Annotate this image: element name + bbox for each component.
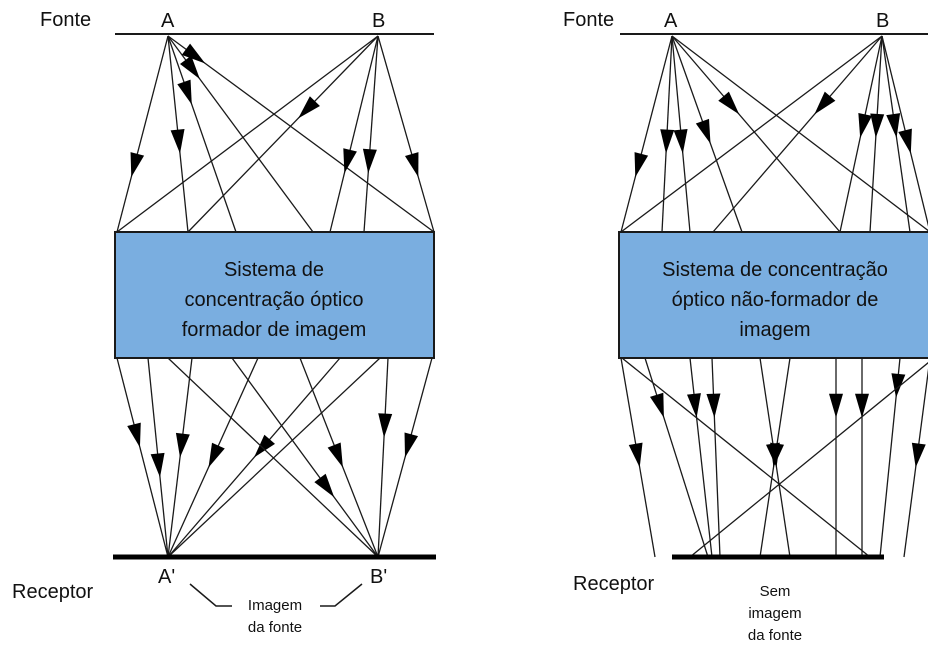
- right-system-box: [618, 231, 928, 359]
- left-system-text-line-1: Sistema de: [224, 259, 324, 281]
- right-upper-ray-a-5: [671, 35, 841, 233]
- right-lower-ray-2: [644, 357, 709, 558]
- left-lower-ray-to-b-5-arrowhead: [404, 432, 419, 458]
- right-upper-ray-b-6-arrowhead: [898, 128, 912, 154]
- left-upper-ray-a-4-arrowhead: [179, 55, 200, 80]
- left-lower-ray-to-b-2: [231, 357, 379, 558]
- left-lower-ray-to-b-4-arrowhead: [378, 413, 393, 438]
- left-upper-ray-b-4: [363, 35, 379, 233]
- left-upper-ray-a-1-arrowhead: [130, 152, 145, 178]
- right-note-line-2: imagem: [748, 605, 801, 622]
- right-lower-ray-10-arrowhead: [911, 442, 926, 468]
- left-lower-ray-to-a-4-arrowhead: [208, 442, 225, 468]
- left-upper-ray-b-3-arrowhead: [343, 148, 357, 174]
- left-upper-ray-b-3: [329, 35, 379, 233]
- right-lower-ray-11: [621, 357, 871, 558]
- right-upper-ray-b-1: [620, 35, 883, 233]
- left-lower-ray-to-a-2-arrowhead: [150, 452, 165, 478]
- left-lower-ray-to-b-1: [167, 357, 379, 558]
- right-upper-ray-a-3-arrowhead: [673, 129, 688, 154]
- left-lower-ray-to-a-1-arrowhead: [127, 422, 141, 448]
- right-system-text-line-2: óptico não-formador de: [672, 289, 879, 311]
- left-upper-ray-b-2: [187, 35, 379, 233]
- right-source-label: Fonte: [563, 9, 614, 31]
- left-lower-ray-to-a-3-arrowhead: [175, 432, 190, 458]
- right-lower-ray-6-arrowhead: [766, 442, 780, 468]
- left-panel: Fonte A B Sistema de concentração óptico…: [12, 9, 436, 636]
- right-lower-ray-7-arrowhead: [829, 393, 843, 418]
- right-note-line-1: Sem: [760, 583, 791, 600]
- right-system-text-line-3: imagem: [739, 319, 810, 341]
- left-lower-ray-to-b-2-arrowhead: [314, 473, 335, 498]
- right-upper-ray-a-4-arrowhead: [695, 118, 711, 144]
- left-note-bracket-left: [189, 583, 232, 607]
- right-lower-ray-1-arrowhead: [628, 442, 643, 468]
- right-upper-ray-a-6: [671, 35, 928, 232]
- right-receiver-label: Receptor: [573, 573, 654, 595]
- left-point-a-label: A: [161, 10, 175, 32]
- right-point-a-label: A: [664, 10, 678, 32]
- left-upper-ray-a-3-arrowhead: [177, 79, 192, 105]
- left-image-b-label: B': [370, 566, 387, 588]
- right-note-line-3: da fonte: [748, 627, 802, 644]
- left-rays: [116, 35, 435, 558]
- left-upper-ray-a-5-arrowhead: [181, 43, 206, 64]
- left-upper-ray-b-2-arrowhead: [298, 96, 320, 119]
- right-system-text-line-1: Sistema de concentração: [662, 259, 888, 281]
- left-receiver-label: Receptor: [12, 581, 93, 603]
- right-lower-ray-3-arrowhead: [687, 393, 701, 418]
- left-system-text-line-2: concentração óptico: [184, 289, 363, 311]
- right-lower-ray-4-arrowhead: [706, 393, 721, 418]
- right-upper-ray-b-3-arrowhead: [858, 112, 873, 138]
- left-note-line-2: da fonte: [248, 619, 302, 636]
- right-lower-ray-8-arrowhead: [855, 393, 869, 418]
- right-upper-ray-b-2-arrowhead: [814, 91, 836, 115]
- left-upper-ray-a-5: [167, 35, 435, 233]
- left-note-bracket-right: [320, 583, 363, 607]
- left-upper-ray-a-2-arrowhead: [170, 129, 185, 154]
- left-upper-ray-b-4-arrowhead: [362, 148, 377, 174]
- left-point-b-label: B: [372, 10, 385, 32]
- left-upper-ray-b-5-arrowhead: [404, 152, 419, 178]
- right-lower-ray-4: [711, 357, 721, 558]
- right-lower-ray-3: [689, 357, 713, 558]
- right-rays: [620, 35, 928, 558]
- right-upper-ray-a-5-arrowhead: [718, 91, 740, 115]
- right-point-b-label: B: [876, 10, 889, 32]
- right-upper-ray-a-2-arrowhead: [660, 129, 675, 154]
- right-upper-ray-a-1-arrowhead: [634, 152, 649, 178]
- left-note-line-1: Imagem: [248, 597, 302, 614]
- left-system-text-line-3: formador de imagem: [182, 319, 367, 341]
- left-lower-ray-to-a-1: [116, 357, 169, 558]
- left-lower-ray-to-a-5-arrowhead: [254, 434, 275, 458]
- left-system-box: [114, 231, 435, 359]
- left-source-label: Fonte: [40, 9, 91, 31]
- right-upper-ray-b-2: [712, 35, 883, 233]
- left-upper-ray-b-5: [377, 35, 435, 233]
- right-upper-ray-b-5-arrowhead: [886, 113, 901, 138]
- left-lower-ray-to-b-4: [377, 357, 389, 558]
- left-upper-ray-b-1: [116, 35, 379, 233]
- right-panel: Fonte A B Sistema de concentração óptico…: [563, 9, 928, 644]
- right-lower-ray-2-arrowhead: [649, 392, 664, 418]
- left-upper-ray-a-1: [116, 35, 169, 233]
- right-upper-ray-a-1: [620, 35, 673, 233]
- left-lower-ray-to-a-6: [167, 357, 381, 558]
- left-upper-ray-a-3: [167, 35, 237, 233]
- left-lower-ray-to-b-3-arrowhead: [327, 442, 343, 468]
- right-lower-ray-12: [689, 362, 928, 558]
- right-upper-ray-b-4-arrowhead: [870, 113, 885, 138]
- right-lower-ray-9-arrowhead: [891, 373, 906, 398]
- left-image-a-label: A': [158, 566, 175, 588]
